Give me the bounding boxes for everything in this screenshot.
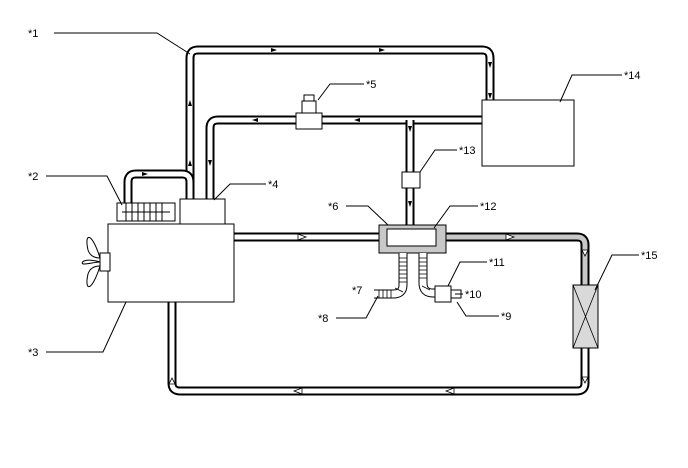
callout-6: *6	[328, 201, 338, 213]
arrow-hollow-up-icon	[168, 377, 176, 385]
water-pump	[116, 202, 176, 222]
arrow-down-icon	[488, 62, 492, 68]
callout-8: *8	[318, 313, 328, 325]
callout-13: *13	[459, 145, 476, 157]
radiator	[572, 284, 599, 349]
arrow-hollow-right-icon	[505, 233, 516, 241]
pipe-to-radiator	[446, 232, 590, 285]
arrow-down-icon	[208, 160, 212, 166]
arrow-right-icon	[142, 172, 148, 176]
callout-7: *7	[352, 285, 362, 297]
flow-arrows	[142, 48, 589, 395]
leader-lines	[46, 32, 639, 353]
arrow-down-icon	[488, 93, 492, 99]
arrow-hollow-left-icon	[444, 387, 455, 395]
cap-assembly	[295, 94, 323, 130]
engine-block	[107, 223, 235, 303]
arrow-right-icon	[271, 48, 277, 52]
pipe-pump-bypass	[123, 169, 195, 205]
callout-11: *11	[489, 257, 505, 269]
callout-5: *5	[366, 79, 376, 91]
pipe-return-line	[205, 115, 482, 200]
thermostat-housing	[179, 198, 226, 226]
inline-valve	[401, 171, 421, 189]
heater-core-box	[481, 99, 575, 167]
arrow-down-icon	[408, 126, 412, 132]
callout-3: *3	[28, 347, 38, 359]
callout-4: *4	[268, 179, 278, 191]
callout-2: *2	[28, 171, 38, 183]
arrow-up-icon	[188, 160, 192, 166]
callout-14: *14	[624, 70, 641, 82]
corrugated-hose-right	[418, 253, 438, 298]
arrow-hollow-down-icon	[581, 249, 589, 257]
callout-10: *10	[465, 289, 482, 301]
pipe-upper-loop	[185, 45, 495, 200]
pipe-radiator-return	[167, 302, 590, 396]
pipe-inlet-patch	[486, 108, 492, 112]
callout-12: *12	[480, 201, 497, 213]
arrow-down-icon	[408, 201, 412, 207]
corrugated-hose-left	[374, 253, 408, 299]
valve-assembly	[378, 224, 447, 254]
arrow-hollow-right-icon	[297, 233, 308, 241]
fan-icon	[81, 237, 111, 287]
arrow-right-icon	[379, 48, 385, 52]
arrow-left-icon	[252, 118, 258, 122]
arrow-up-icon	[188, 100, 192, 106]
arrow-hollow-left-icon	[292, 387, 303, 395]
arrow-hollow-down-icon	[581, 376, 589, 384]
callout-9: *9	[501, 311, 511, 323]
callout-1: *1	[28, 28, 38, 40]
callout-15: *15	[641, 250, 658, 262]
arrow-left-icon	[354, 118, 360, 122]
